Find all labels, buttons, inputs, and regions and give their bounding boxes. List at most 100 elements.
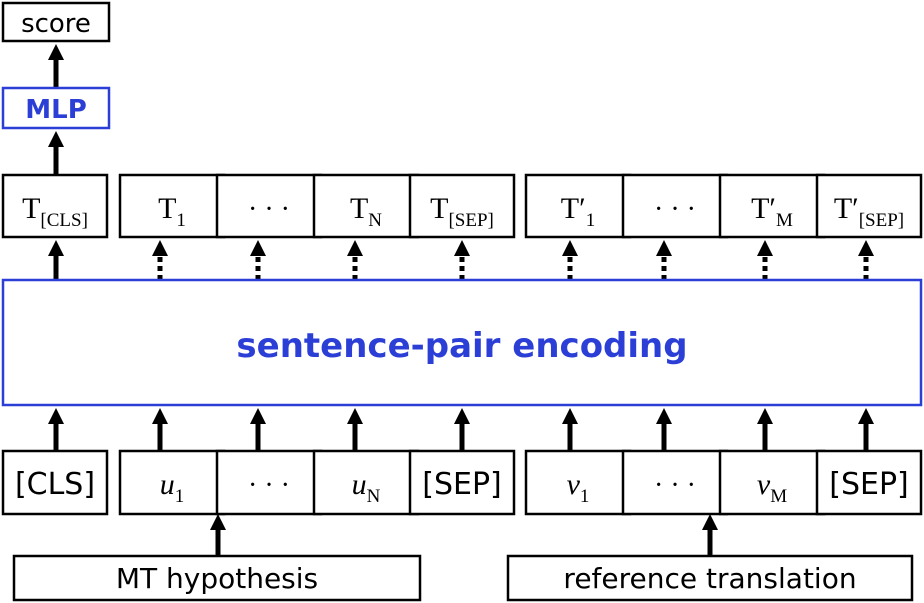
- arrow-hypothesis-to-tokens: [210, 514, 226, 556]
- encoder-output-arrows: [48, 240, 874, 280]
- input-token-8: [SEP]: [815, 449, 923, 516]
- input-token-base-5: v: [567, 468, 581, 501]
- input-token-7: vM: [718, 449, 826, 516]
- encoder-to-output-arrow-1: [152, 240, 168, 280]
- encoder-to-output-arrow-3: [347, 240, 363, 280]
- input-token-6: · · ·: [621, 449, 729, 516]
- encoder-to-output-arrow-7: [757, 240, 773, 280]
- input-token-label-4: [SEP]: [422, 467, 502, 502]
- input-token-label-3: uN: [352, 468, 381, 507]
- input-token-base-8: [SEP]: [829, 467, 909, 502]
- encoder-to-output-arrow-2: [250, 240, 266, 280]
- input-token-base-6: · · ·: [654, 470, 696, 501]
- input-token-base-2: · · ·: [248, 470, 290, 501]
- output-token-base-1: T: [158, 192, 176, 225]
- output-token-label-2: · · ·: [248, 194, 290, 225]
- encoder-label: sentence-pair encoding: [236, 326, 687, 366]
- input-token-base-1: u: [160, 468, 175, 501]
- mt-hypothesis-label: MT hypothesis: [116, 562, 318, 595]
- sentence-pair-encoder: sentence-pair encoding: [1, 278, 923, 407]
- input-token-5: v1: [524, 449, 632, 516]
- output-token-label-6: · · ·: [654, 194, 696, 225]
- reference-translation-label: reference translation: [563, 562, 856, 595]
- output-token-label-4: T[SEP]: [430, 192, 494, 231]
- reference-translation-node: reference translation: [506, 554, 914, 602]
- output-token-4: T[SEP]: [408, 173, 516, 239]
- input-to-encoder-arrow-3: [347, 408, 363, 451]
- output-token-base-0: T: [22, 192, 40, 225]
- input-to-encoder-arrow-4: [454, 408, 470, 451]
- input-token-label-6: · · ·: [654, 470, 696, 501]
- input-token-2: · · ·: [215, 449, 323, 516]
- output-token-3: TN: [312, 173, 420, 239]
- input-token-label-5: v1: [567, 468, 590, 507]
- input-to-encoder-arrow-8: [858, 408, 874, 451]
- output-token-2: · · ·: [215, 173, 323, 239]
- output-token-base-7: T′: [751, 192, 776, 225]
- input-to-encoder-arrow-5: [562, 408, 578, 451]
- output-token-subscript-5: 1: [586, 210, 596, 231]
- input-token-subscript-5: 1: [580, 486, 590, 507]
- output-token-1: T1: [118, 173, 226, 239]
- output-token-label-0: T[CLS]: [22, 192, 88, 231]
- input-token-base-4: [SEP]: [422, 467, 502, 502]
- output-token-subscript-4: [SEP]: [448, 210, 493, 231]
- input-encoder-arrows: [48, 408, 874, 451]
- output-token-base-2: · · ·: [248, 194, 290, 225]
- arrow-mlp-to-score: [48, 44, 64, 88]
- encoder-to-output-arrow-4: [454, 240, 470, 280]
- input-token-label-8: [SEP]: [829, 467, 909, 502]
- output-token-label-3: TN: [350, 192, 382, 231]
- output-token-8: T′[SEP]: [815, 173, 923, 239]
- input-to-encoder-arrow-2: [250, 408, 266, 451]
- output-token-base-4: T: [430, 192, 448, 225]
- output-token-subscript-7: M: [776, 210, 793, 231]
- output-token-base-8: T′: [834, 192, 859, 225]
- output-token-subscript-3: N: [368, 210, 382, 231]
- encoder-to-output-arrow-5: [562, 240, 578, 280]
- mlp-node: MLP: [1, 86, 111, 130]
- output-token-subscript-1: 1: [176, 210, 186, 231]
- input-token-3: uN: [312, 449, 420, 516]
- input-token-label-0: [CLS]: [15, 467, 95, 502]
- score-label: score: [21, 9, 91, 39]
- input-token-base-0: [CLS]: [15, 467, 95, 502]
- input-to-encoder-arrow-1: [152, 408, 168, 451]
- input-token-subscript-7: M: [770, 486, 787, 507]
- input-token-subscript-3: N: [367, 486, 381, 507]
- encoder-to-output-arrow-8: [858, 240, 874, 280]
- output-token-6: · · ·: [621, 173, 729, 239]
- input-token-label-2: · · ·: [248, 470, 290, 501]
- arrow-tcls-to-mlp: [48, 131, 64, 175]
- output-token-subscript-0: [CLS]: [40, 210, 88, 231]
- input-token-label-7: vM: [757, 468, 787, 507]
- output-token-label-7: T′M: [751, 192, 793, 231]
- output-token-5: T′1: [524, 173, 632, 239]
- input-token-row: [CLS]u1· · ·uN[SEP]v1· · ·vM[SEP]: [1, 449, 923, 516]
- input-token-label-1: u1: [160, 468, 185, 507]
- encoder-to-output-arrow-0: [48, 240, 64, 280]
- output-token-label-5: T′1: [561, 192, 595, 231]
- input-token-base-3: u: [352, 468, 367, 501]
- score-node: score: [1, 1, 111, 43]
- input-token-0: [CLS]: [1, 449, 109, 516]
- output-token-subscript-8: [SEP]: [859, 210, 904, 231]
- output-token-label-8: T′[SEP]: [834, 192, 904, 231]
- output-token-7: T′M: [718, 173, 826, 239]
- input-token-4: [SEP]: [408, 449, 516, 516]
- output-token-base-6: · · ·: [654, 194, 696, 225]
- arrow-reference-to-tokens: [702, 514, 718, 556]
- input-token-base-7: v: [757, 468, 771, 501]
- mlp-label: MLP: [25, 95, 87, 125]
- mt-hypothesis-node: MT hypothesis: [12, 554, 422, 602]
- input-token-1: u1: [118, 449, 226, 516]
- output-token-base-5: T′: [561, 192, 586, 225]
- input-to-encoder-arrow-6: [656, 408, 672, 451]
- output-token-base-3: T: [350, 192, 368, 225]
- input-token-subscript-1: 1: [175, 486, 185, 507]
- input-to-encoder-arrow-0: [48, 408, 64, 451]
- output-token-label-1: T1: [158, 192, 186, 231]
- input-to-encoder-arrow-7: [757, 408, 773, 451]
